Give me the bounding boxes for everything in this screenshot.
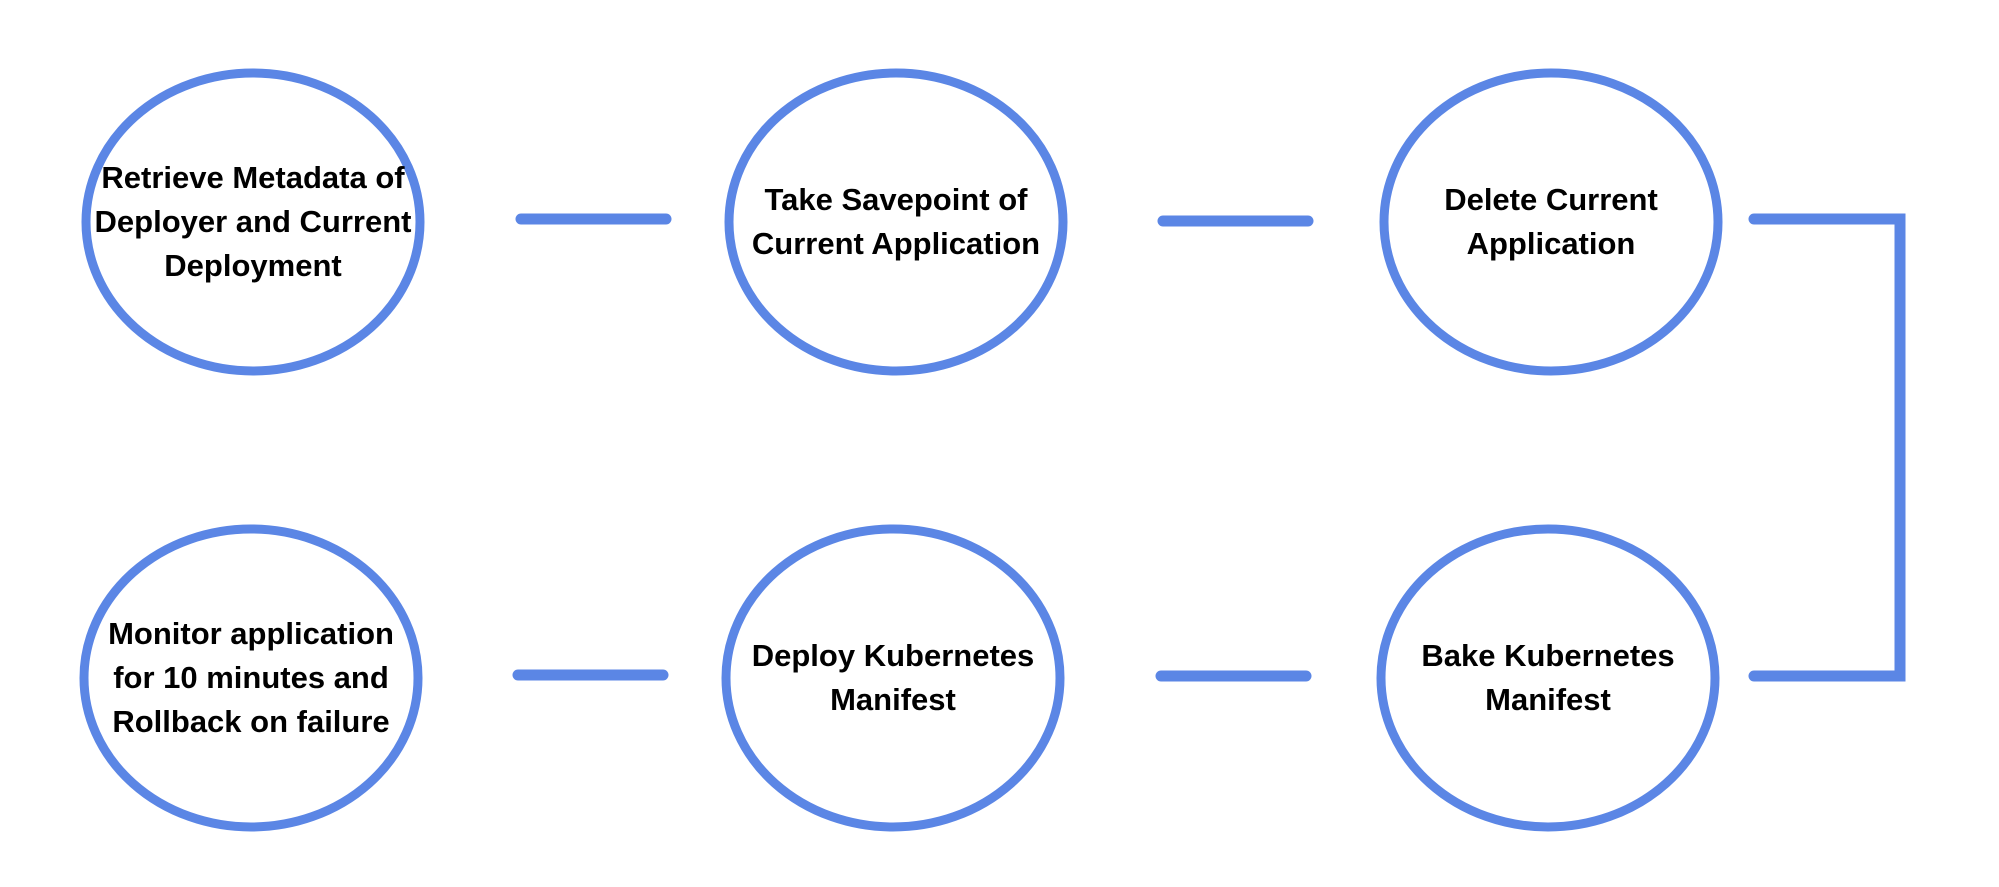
step-node-delete-current: Delete Current Application (1384, 73, 1718, 371)
step-node-delete-current-circle (1379, 68, 1723, 376)
step-label-bake-manifest: Bake Kubernetes Manifest (1421, 638, 1675, 717)
step-node-deploy-manifest: Deploy Kubernetes Manifest (726, 529, 1060, 827)
step-label-retrieve-metadata: Retrieve Metadata of Deployer and Curren… (94, 160, 412, 283)
step-node-bake-manifest-circle (1376, 524, 1720, 832)
step-node-retrieve-metadata: Retrieve Metadata of Deployer and Curren… (86, 73, 420, 371)
step-label-deploy-manifest: Deploy Kubernetes Manifest (751, 638, 1035, 717)
step-label-monitor-rollback: Monitor application for 10 minutes and R… (108, 616, 394, 739)
step-label-take-savepoint: Take Savepoint of Current Application (751, 182, 1041, 261)
step-label-delete-current: Delete Current Application (1444, 182, 1658, 261)
step-node-take-savepoint: Take Savepoint of Current Application (729, 73, 1063, 371)
connector-delete-to-bake (1748, 213, 1906, 682)
step-node-retrieve-metadata-circle (81, 68, 425, 376)
step-node-monitor-rollback: Monitor application for 10 minutes and R… (84, 529, 418, 827)
step-node-deploy-manifest-circle (721, 524, 1065, 832)
step-node-monitor-rollback-circle (79, 524, 423, 832)
step-node-bake-manifest: Bake Kubernetes Manifest (1381, 529, 1715, 827)
step-node-take-savepoint-circle (724, 68, 1068, 376)
